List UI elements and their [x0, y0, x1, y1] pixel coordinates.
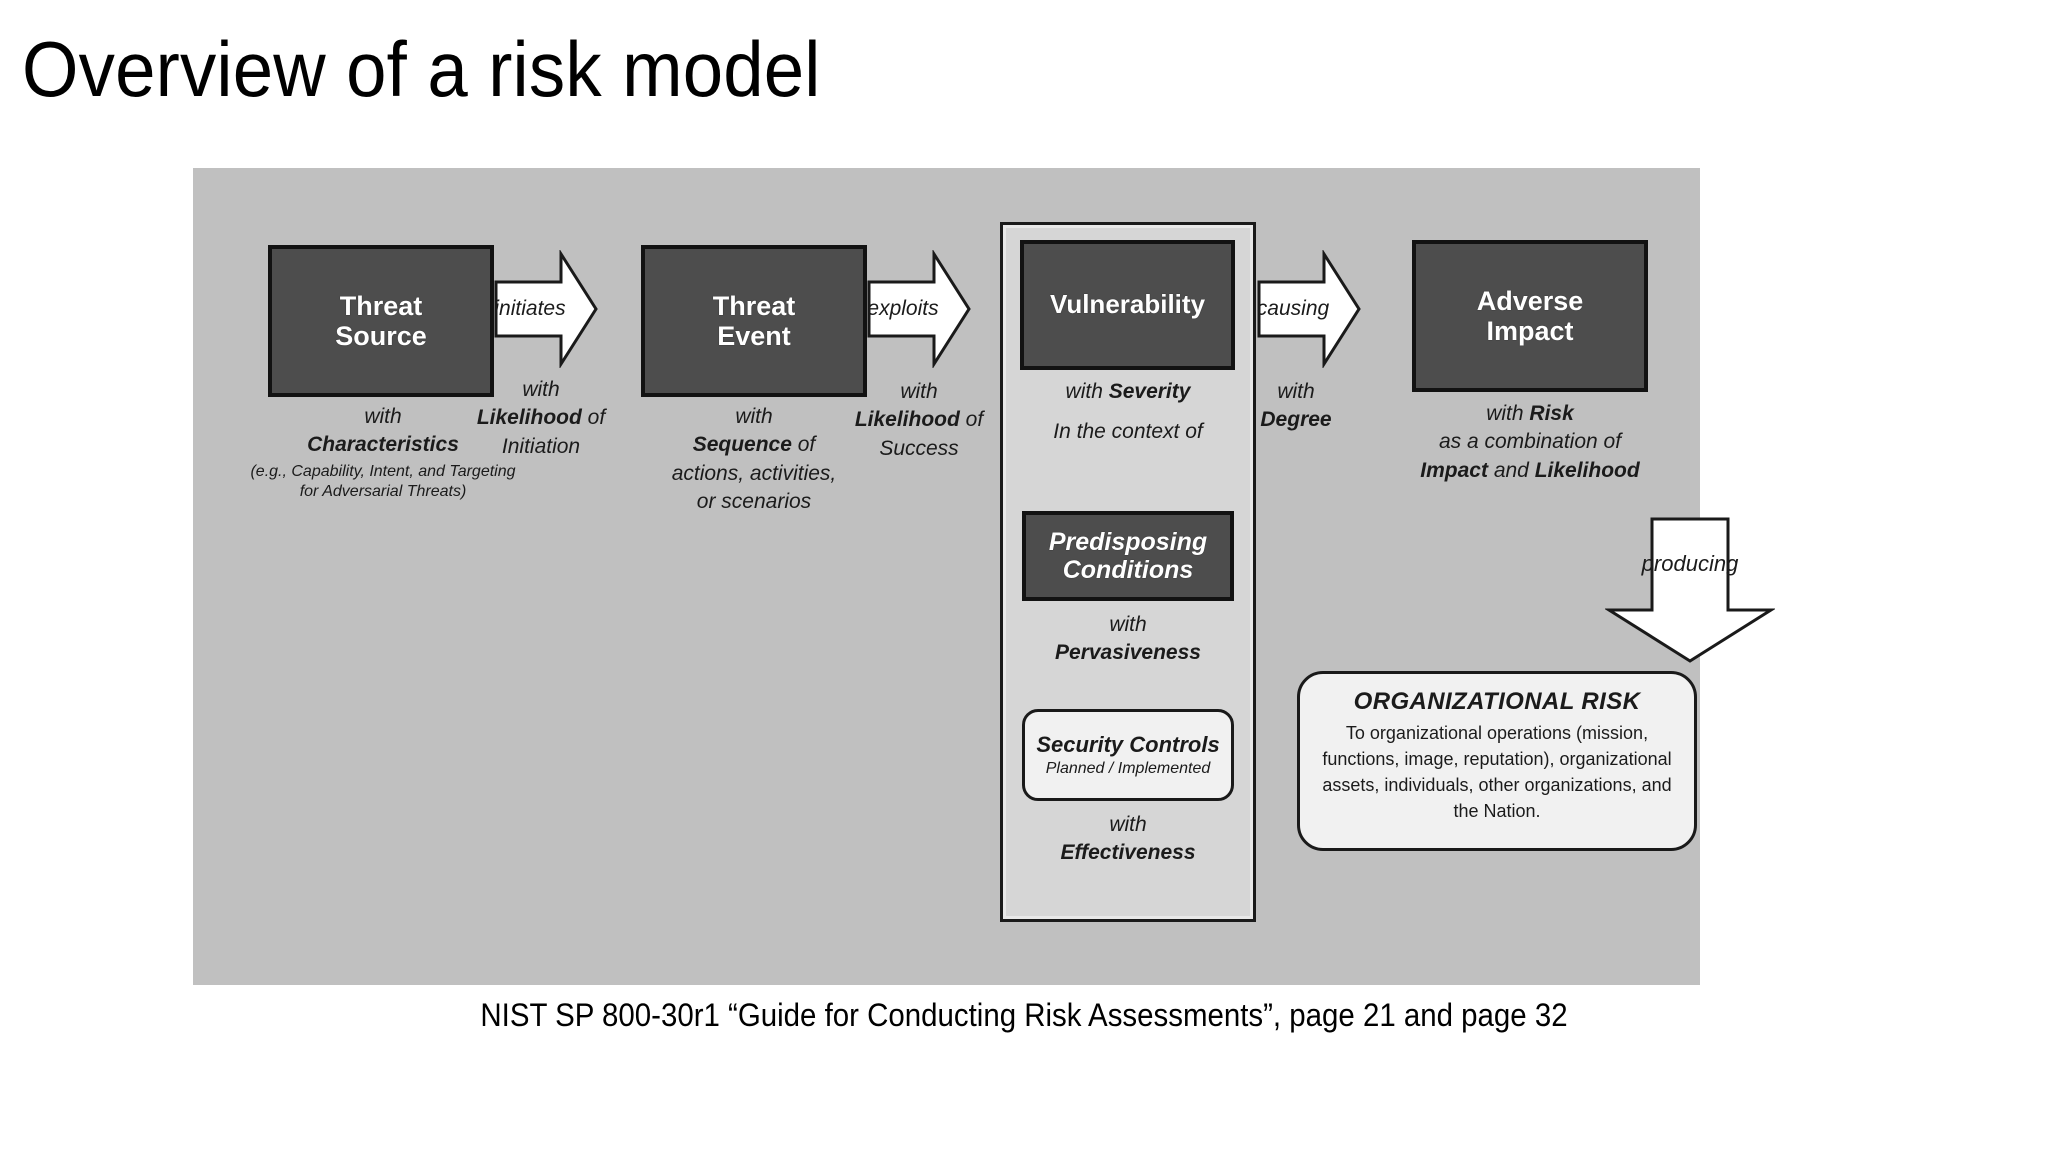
adverse-impact-line2: Impact	[1486, 316, 1574, 346]
connector-exploits: exploits	[866, 250, 972, 368]
threat-event-caption-of: of	[791, 433, 816, 457]
pervasiveness-bold: Pervasiveness	[1055, 641, 1201, 665]
caption-threat-event: with Sequence of actions, activities, or…	[601, 403, 907, 516]
page-title: Overview of a risk model	[22, 25, 821, 113]
exploits-caption-success: Success	[879, 436, 959, 460]
exploits-caption-likelihood: Likelihood	[854, 408, 960, 432]
node-vulnerability-label: Vulnerability	[1049, 289, 1206, 320]
threat-source-caption-examples: (e.g., Capability, Intent, and Targeting…	[250, 462, 516, 501]
causing-caption-degree: Degree	[1260, 408, 1332, 432]
threat-event-caption-scenarios: or scenarios	[696, 490, 812, 514]
node-adverse-impact: Adverse Impact	[1412, 240, 1648, 392]
caption-adverse-impact: with Risk as a combination of Impact and…	[1367, 400, 1693, 485]
node-threat-event-label: Threat Event	[709, 291, 800, 351]
threat-event-caption-sequence: Sequence	[692, 433, 792, 457]
pervasiveness-with: with	[1109, 613, 1147, 636]
initiates-caption-likelihood: Likelihood	[476, 406, 582, 430]
threat-source-line1: Threat	[339, 290, 423, 321]
initiates-caption-initiation: Initiation	[501, 434, 581, 458]
risk-model-diagram: Threat Source with Characteristics (e.g.…	[193, 168, 1775, 985]
causing-caption-with: with	[1277, 380, 1315, 403]
threat-source-caption-with: with	[364, 405, 402, 428]
effectiveness-bold: Effectiveness	[1060, 841, 1196, 865]
adverse-impact-caption-likelihood: Likelihood	[1534, 458, 1640, 482]
vulnerability-caption-context: In the context of	[1053, 420, 1203, 444]
arrow-right-icon	[1257, 250, 1361, 368]
adverse-impact-caption-with: with	[1486, 402, 1530, 425]
organizational-risk-body: To organizational operations (mission, f…	[1322, 723, 1672, 822]
threat-source-caption-characteristics: Characteristics	[307, 433, 459, 457]
connector-producing: producing	[1605, 516, 1775, 664]
node-organizational-risk: ORGANIZATIONAL RISK To organizational op…	[1297, 671, 1697, 851]
caption-vulnerability-severity: with Severity In the context of	[1000, 378, 1256, 447]
node-threat-source: Threat Source	[268, 245, 494, 397]
caption-causing: with Degree	[1231, 378, 1361, 435]
security-controls-title: Security Controls	[1036, 732, 1220, 757]
security-controls-subtitle: Planned / Implemented	[1045, 760, 1211, 777]
arrow-down-icon	[1605, 517, 1775, 663]
adverse-impact-line1: Adverse	[1476, 285, 1584, 316]
adverse-impact-caption-risk: Risk	[1529, 402, 1574, 425]
threat-event-line2: Event	[717, 321, 791, 351]
predisposing-line1: Predisposing	[1048, 528, 1208, 556]
caption-exploits: with Likelihood of Success	[839, 378, 999, 463]
node-vulnerability: Vulnerability	[1020, 240, 1235, 370]
source-citation: NIST SP 800-30r1 “Guide for Conducting R…	[480, 997, 1568, 1033]
initiates-caption-of: of	[581, 406, 606, 430]
threat-event-caption-actions: actions, activities,	[671, 461, 837, 485]
threat-event-caption-with: with	[735, 405, 773, 428]
vulnerability-caption-severity: Severity	[1108, 380, 1191, 403]
initiates-caption-with: with	[522, 378, 560, 401]
vulnerability-caption-with: with	[1065, 380, 1109, 403]
arrow-right-icon	[867, 250, 971, 368]
caption-pervasiveness: with Pervasiveness	[1000, 611, 1256, 668]
adverse-impact-caption-and: and	[1487, 458, 1535, 482]
predisposing-line2: Conditions	[1062, 556, 1194, 584]
exploits-caption-of: of	[959, 408, 984, 432]
connector-initiates: initiates	[493, 250, 599, 368]
node-adverse-impact-label: Adverse Impact	[1473, 286, 1588, 346]
node-threat-event: Threat Event	[641, 245, 867, 397]
caption-effectiveness: with Effectiveness	[1000, 811, 1256, 868]
adverse-impact-caption-combination: as a combination of	[1438, 430, 1622, 454]
node-security-controls: Security Controls Planned / Implemented	[1022, 709, 1234, 801]
exploits-caption-with: with	[900, 380, 938, 403]
node-predisposing-conditions: Predisposing Conditions	[1022, 511, 1234, 601]
organizational-risk-title: ORGANIZATIONAL RISK	[1353, 688, 1641, 715]
threat-source-line2: Source	[335, 321, 427, 351]
node-predisposing-conditions-label: Predisposing Conditions	[1045, 528, 1211, 584]
node-threat-source-label: Threat Source	[331, 291, 431, 351]
arrow-right-icon	[494, 250, 598, 368]
caption-threat-source: with Characteristics (e.g., Capability, …	[223, 403, 543, 503]
adverse-impact-caption-impact: Impact	[1420, 458, 1488, 482]
caption-initiates: with Likelihood of Initiation	[461, 376, 621, 461]
connector-causing: causing	[1256, 250, 1362, 368]
effectiveness-with: with	[1109, 813, 1147, 836]
threat-event-line1: Threat	[712, 290, 796, 321]
